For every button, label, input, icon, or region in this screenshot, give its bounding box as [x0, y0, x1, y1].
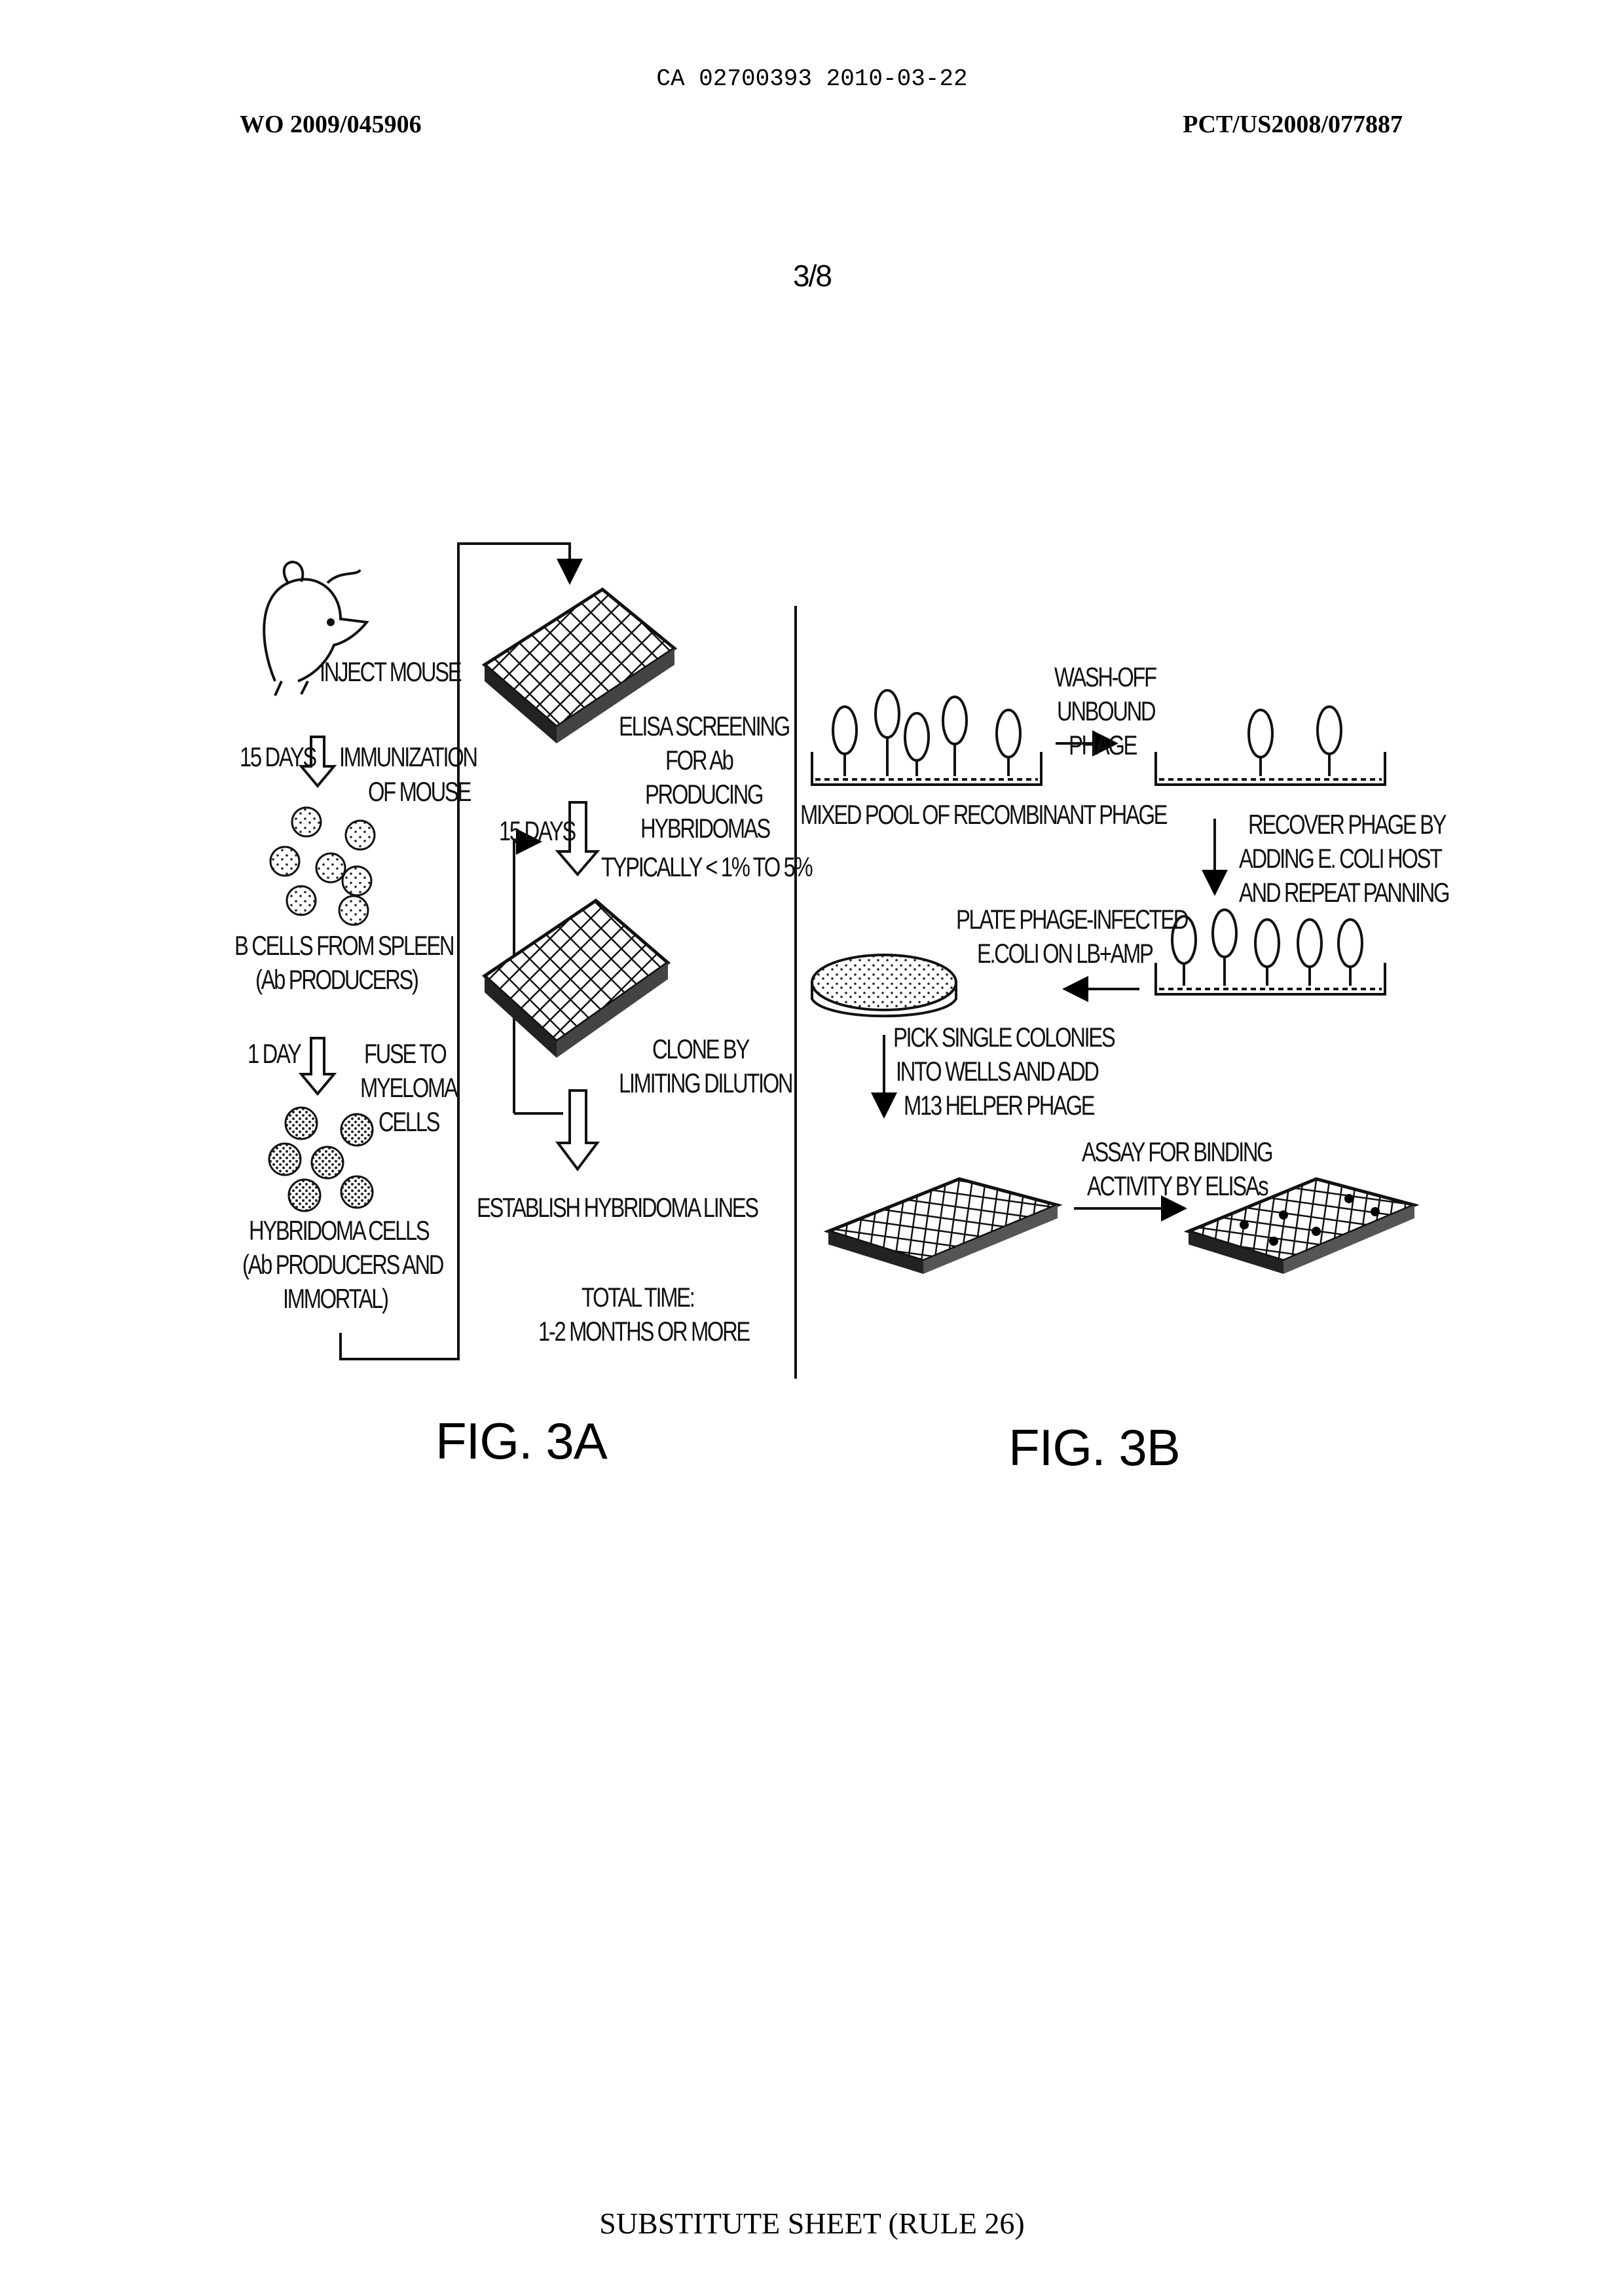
- label-recover-1: RECOVER PHAGE BY: [1248, 809, 1445, 840]
- label-mixed-pool: MIXED POOL OF RECOMBINANT PHAGE: [800, 799, 1166, 830]
- label-1-day: 1 DAY: [248, 1038, 301, 1070]
- label-wash-2: UNBOUND: [1057, 696, 1154, 727]
- label-clone-1: CLONE BY: [652, 1034, 748, 1065]
- label-immunization-1: IMMUNIZATION: [339, 741, 477, 773]
- label-hybridoma-2: (Ab PRODUCERS AND: [242, 1249, 443, 1280]
- label-recover-2: ADDING E. COLI HOST: [1239, 843, 1441, 874]
- label-fuse-3: CELLS: [378, 1106, 439, 1138]
- hybridoma-cells: [269, 1108, 373, 1211]
- label-hybridoma-1: HYBRIDOMA CELLS: [249, 1215, 428, 1246]
- label-inject-mouse: INJECT MOUSE: [320, 656, 460, 688]
- caption-fig-3b: FIG. 3B: [1008, 1418, 1180, 1478]
- label-typically: TYPICALLY < 1% TO 5%: [601, 851, 811, 883]
- label-15-days-2: 15 DAYS: [499, 815, 575, 847]
- label-wash-1: WASH-OFF: [1054, 662, 1156, 693]
- substitute-sheet-footer: SUBSTITUTE SHEET (RULE 26): [0, 2206, 1624, 2241]
- label-elisa-4: HYBRIDOMAS: [640, 813, 769, 844]
- label-pick-1: PICK SINGLE COLONIES: [893, 1022, 1114, 1053]
- label-fuse-2: MYELOMA: [360, 1072, 456, 1104]
- caption-fig-3a: FIG. 3A: [435, 1411, 607, 1471]
- label-wash-3: PHAGE: [1069, 730, 1136, 761]
- phage-panning-surface-1: [812, 690, 1041, 785]
- label-fuse-1: FUSE TO: [364, 1038, 445, 1070]
- label-establish: ESTABLISH HYBRIDOMA LINES: [477, 1192, 758, 1223]
- label-pick-3: M13 HELPER PHAGE: [904, 1090, 1094, 1121]
- label-plate-1: PLATE PHAGE-INFECTED: [956, 904, 1187, 935]
- label-total-2: 1-2 MONTHS OR MORE: [538, 1316, 749, 1347]
- label-recover-3: AND REPEAT PANNING: [1239, 877, 1449, 908]
- label-total-1: TOTAL TIME:: [581, 1282, 693, 1313]
- label-15-days-1: 15 DAYS: [240, 741, 316, 773]
- petri-dish: [812, 955, 956, 1016]
- label-assay-2: ACTIVITY BY ELISAs: [1087, 1170, 1267, 1202]
- label-immunization-2: OF MOUSE: [368, 776, 470, 808]
- label-plate-2: E.COLI ON LB+AMP: [977, 938, 1153, 969]
- label-hybridoma-3: IMMORTAL): [283, 1283, 388, 1315]
- microtiter-plate-left: [828, 1179, 1058, 1274]
- label-assay-1: ASSAY FOR BINDING: [1082, 1136, 1272, 1168]
- label-clone-2: LIMITING DILUTION: [619, 1068, 792, 1099]
- b-cells-spleen: [270, 808, 375, 925]
- label-b-cells-1: B CELLS FROM SPLEEN: [234, 930, 453, 961]
- label-b-cells-2: (Ab PRODUCERS): [255, 964, 418, 996]
- label-pick-2: INTO WELLS AND ADD: [896, 1056, 1098, 1087]
- label-elisa-1: ELISA SCREENING: [619, 711, 789, 742]
- label-elisa-2: FOR Ab: [665, 745, 732, 776]
- phage-panning-surface-2: [1156, 707, 1385, 785]
- elisa-plate-2: [485, 901, 668, 1058]
- label-elisa-3: PRODUCING: [645, 779, 762, 810]
- phage-panning-surface-3: [1156, 910, 1385, 994]
